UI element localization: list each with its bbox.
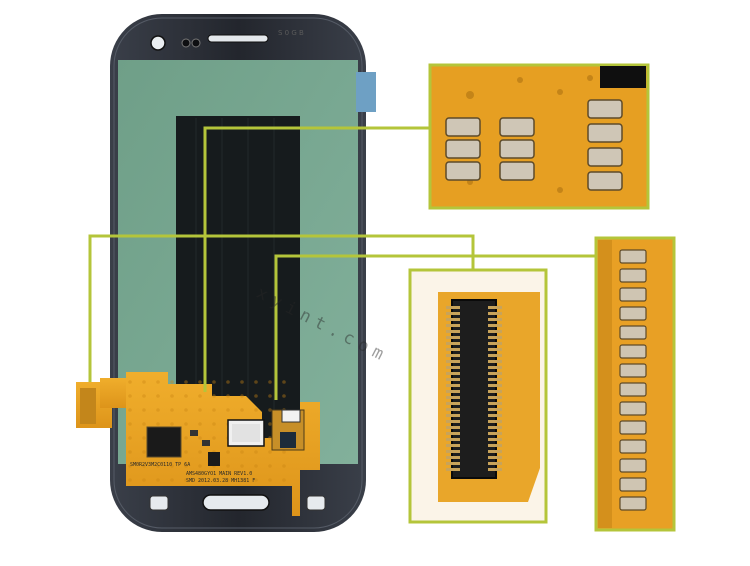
front-camera [150, 35, 166, 51]
smd-component [619, 268, 647, 283]
connector-pin [446, 414, 460, 417]
connector-pin [446, 444, 460, 447]
component-strip-inset [594, 236, 676, 532]
connector-pin [446, 342, 460, 345]
connector-pin [446, 330, 460, 333]
top-sticker-label: S 0 G B [278, 29, 304, 37]
connector-pin [488, 396, 502, 399]
pcb-marking-line-2: SMD 2012.03.28 MH1381 F [186, 478, 256, 484]
connector-pin [488, 432, 502, 435]
driver-ic [146, 426, 182, 458]
connector-pin [446, 348, 460, 351]
connector-pin [488, 354, 502, 357]
connector-pin [446, 456, 460, 459]
connector-pin [446, 336, 460, 339]
connector-pin [446, 420, 460, 423]
connector-pin [488, 414, 502, 417]
connector-pin [488, 360, 502, 363]
pcb-marking-line-1: AMS480GYO1 MAIN REV1.0 [186, 471, 253, 477]
smd-component [619, 382, 647, 397]
connector-pin [446, 324, 460, 327]
connector-pin [488, 336, 502, 339]
connector-pins [446, 306, 502, 471]
smd-component [619, 306, 647, 321]
capacitor-array [445, 99, 623, 191]
connector-pin [446, 426, 460, 429]
pcb-marking-line-3: SM0R2V3M2C0110 TP 6A [130, 462, 191, 468]
smd-component [619, 287, 647, 302]
smd-component [619, 363, 647, 378]
board-to-board-connector [451, 299, 497, 479]
connector-pin [488, 402, 502, 405]
connector-pin [446, 378, 460, 381]
capacitor-closeup-inset [428, 63, 650, 210]
smd-component [619, 420, 647, 435]
smd-component [619, 477, 647, 492]
smd-component [619, 496, 647, 511]
connector-pin [446, 408, 460, 411]
connector-pin [488, 348, 502, 351]
connector-pin [446, 306, 460, 309]
connector-pin [446, 366, 460, 369]
connector-pin [488, 324, 502, 327]
proximity-sensor [181, 38, 191, 48]
connector-pin [488, 426, 502, 429]
connector-pin [488, 306, 502, 309]
connector-pin [446, 438, 460, 441]
smd-component [619, 344, 647, 359]
leader-lines [88, 126, 598, 400]
connector-pin [446, 450, 460, 453]
connector-pin [446, 402, 460, 405]
connector-pin [488, 372, 502, 375]
smd-component [619, 325, 647, 340]
connector-pin [446, 360, 460, 363]
smd-component [619, 249, 647, 264]
smd-component [619, 458, 647, 473]
connector-pin [488, 462, 502, 465]
connector-pin [446, 396, 460, 399]
connector-pin [446, 462, 460, 465]
connector-pin [446, 468, 460, 471]
connector-pin [488, 342, 502, 345]
connector-pin [446, 390, 460, 393]
main-flex-pcb [76, 372, 320, 516]
connector-pin [488, 450, 502, 453]
connector-pin [488, 318, 502, 321]
connector-pin [488, 384, 502, 387]
connector-pin [488, 312, 502, 315]
connector-pin [488, 330, 502, 333]
connector-pin [446, 432, 460, 435]
connector-pin [446, 372, 460, 375]
connector-pin [488, 420, 502, 423]
connector-pin [446, 312, 460, 315]
connector-pin [488, 438, 502, 441]
connector-closeup-inset [408, 268, 548, 524]
smd-component [619, 439, 647, 454]
connector-pin [488, 378, 502, 381]
earpiece-slot [207, 34, 269, 43]
connector-pin [488, 456, 502, 459]
connector-pin [488, 468, 502, 471]
home-button-slot [202, 494, 270, 511]
connector-pin [488, 408, 502, 411]
connector-pin [488, 390, 502, 393]
connector-pin [488, 444, 502, 447]
connector-pin [488, 366, 502, 369]
connector-pin [446, 354, 460, 357]
connector-pin [446, 318, 460, 321]
component-strip [619, 249, 647, 511]
smd-component [619, 401, 647, 416]
connector-pin [446, 384, 460, 387]
